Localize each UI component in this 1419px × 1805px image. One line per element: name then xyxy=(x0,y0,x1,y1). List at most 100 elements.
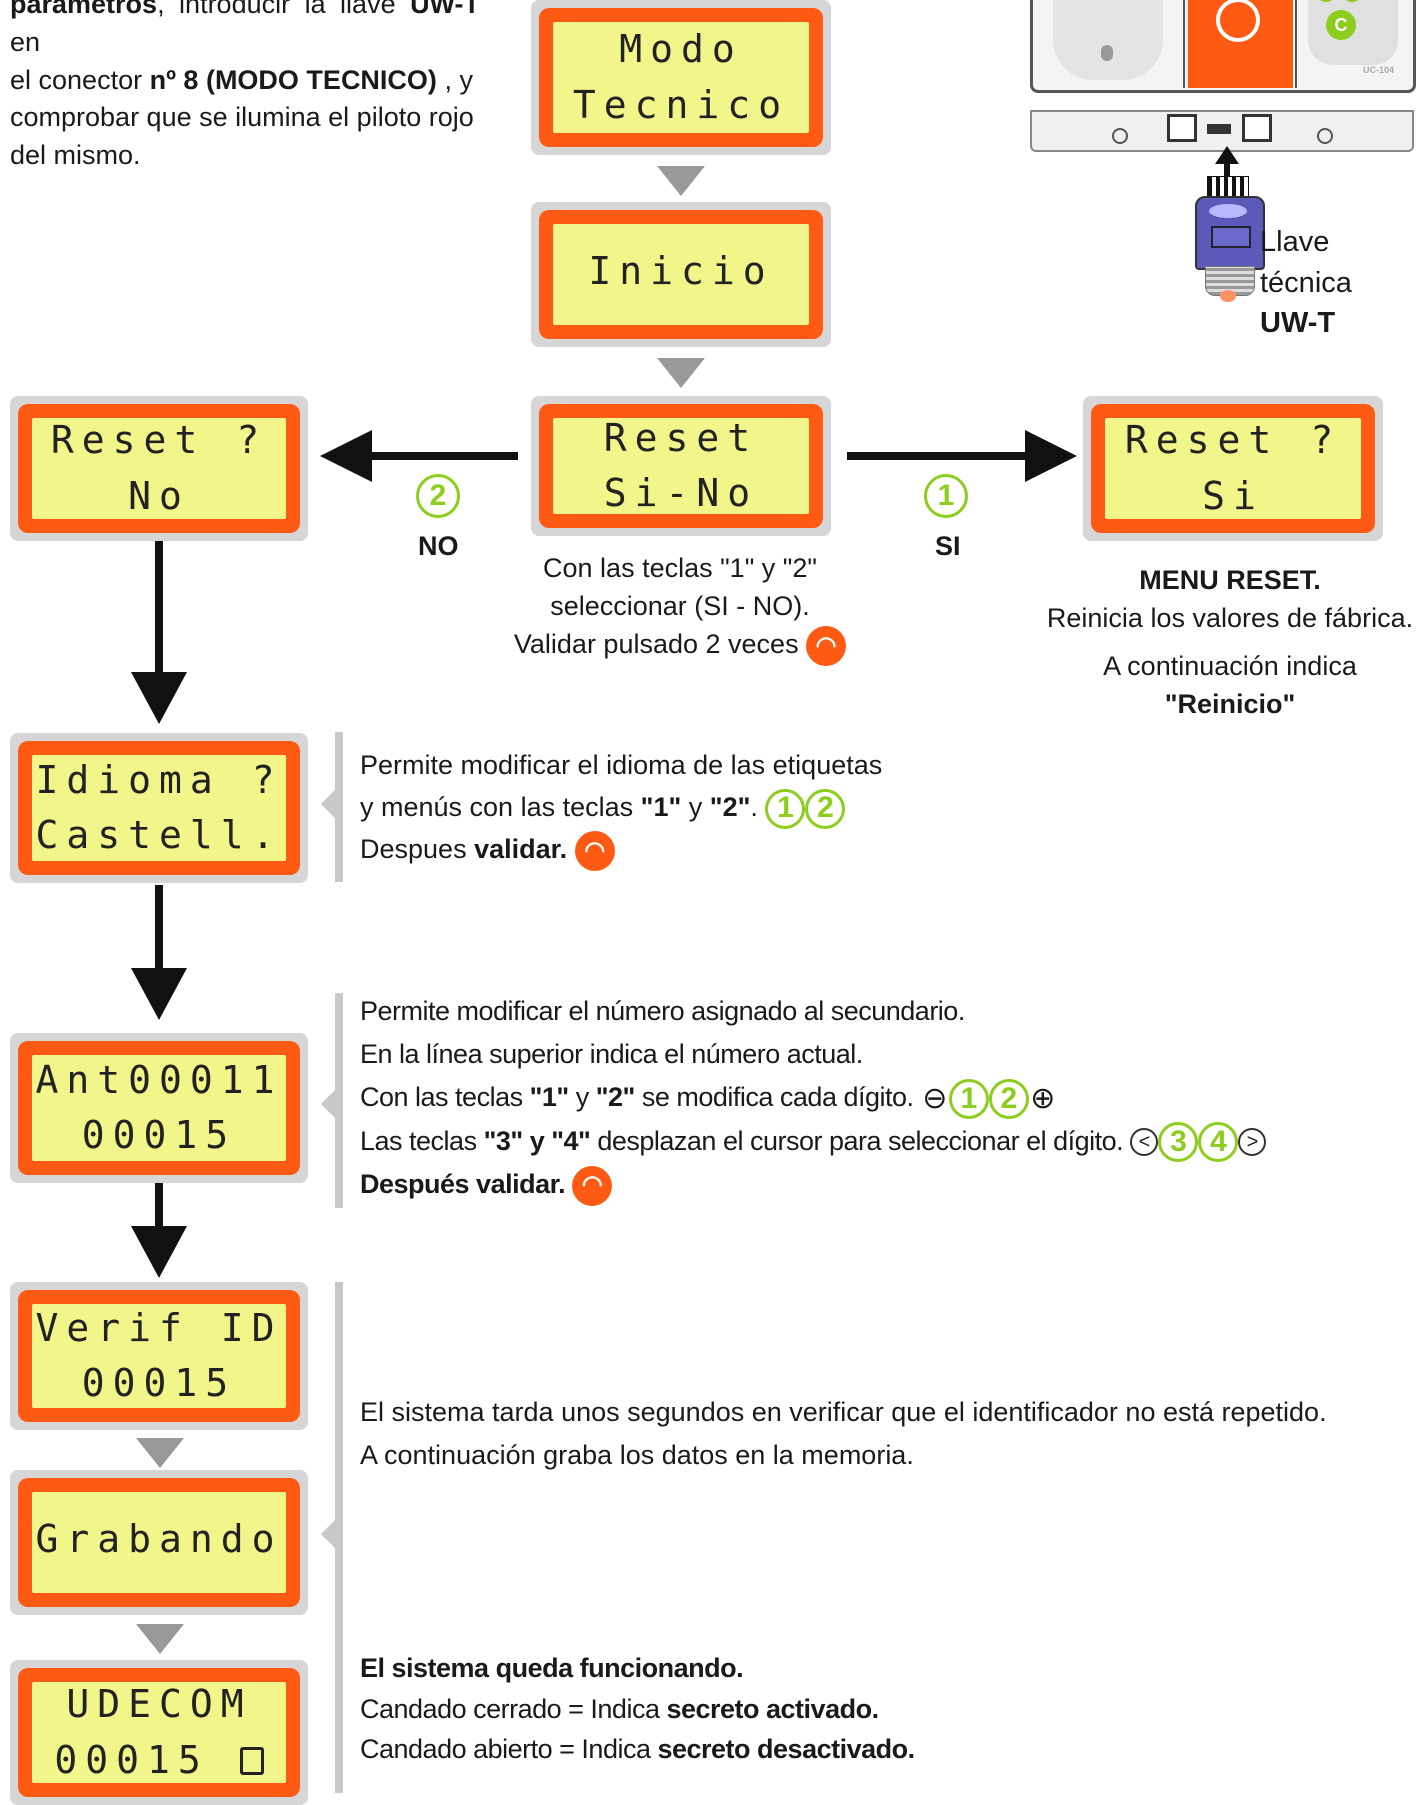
flow-arrow-3 xyxy=(136,1438,184,1468)
reset-next-note: A continuación indica "Reinicio" xyxy=(1103,651,1357,719)
ok-button-icon: ◠ xyxy=(806,625,847,666)
rj-connector-right xyxy=(1242,114,1272,142)
lcd-line-2: 00015 xyxy=(54,1733,264,1788)
lock-icon xyxy=(239,1746,264,1775)
screw-left xyxy=(1112,128,1128,144)
rj-connector-left xyxy=(1167,114,1197,142)
insert-arrow-shaft xyxy=(1224,162,1230,178)
device-base xyxy=(1030,110,1414,152)
center-note: Con las teclas "1" y "2" seleccionar (SI… xyxy=(460,550,900,666)
lcd-line-2: 00015 xyxy=(81,1361,237,1405)
speaker-grille xyxy=(1053,0,1163,80)
bracket-pointer-idioma xyxy=(321,790,335,818)
key-3: 3 xyxy=(1316,0,1336,2)
lcd-line-2: Tecnico xyxy=(572,82,790,127)
lcd-line-1: Modo xyxy=(619,27,743,72)
model-label: UC-104 xyxy=(1363,65,1395,75)
screw-right xyxy=(1317,128,1333,144)
key-3-icon: 3 xyxy=(1158,1122,1199,1163)
lcd-line-1: Reset xyxy=(603,415,759,460)
key-1-icon: 1 xyxy=(948,1079,989,1120)
cursor-left-icon: < xyxy=(1130,1128,1159,1157)
si-label: SI xyxy=(935,531,961,561)
keypad-area: 3 4 C xyxy=(1308,0,1398,65)
lcd-line-2: No xyxy=(128,473,190,518)
flow-arrow-4 xyxy=(136,1624,184,1654)
key-2-icon: 2 xyxy=(805,788,846,829)
key-c: C xyxy=(1326,10,1356,40)
validate-key xyxy=(1188,0,1293,88)
bracket-idioma xyxy=(335,732,343,882)
lcd-ant: Ant00011 00015 xyxy=(10,1033,308,1183)
ant-note: Permite modificar el número asignado al … xyxy=(360,990,1410,1206)
lcd-idioma: Idioma ? Castell. xyxy=(10,733,308,883)
arrow-down-2-shaft xyxy=(155,885,163,980)
bracket-pointer-ant xyxy=(321,1090,335,1118)
lcd-reset-si-no: Reset Si-No xyxy=(531,396,831,536)
minus-icon: ⊖ xyxy=(922,1082,947,1116)
arrow-down-1-shaft xyxy=(155,541,163,676)
device-divider-2 xyxy=(1295,0,1297,88)
plus-icon: ⊕ xyxy=(1030,1082,1055,1116)
lcd-line-1: Verif ID xyxy=(35,1305,283,1350)
flow-arrow-2 xyxy=(657,358,705,388)
lcd-reset-si: Reset ? Si xyxy=(1083,396,1383,541)
lcd-reset-no: Reset ? No xyxy=(10,396,308,541)
lcd-line-2: Castell. xyxy=(35,813,283,857)
lcd-modo-tecnico: Modo Tecnico xyxy=(531,0,831,155)
key-light xyxy=(1209,204,1247,218)
key-4: 4 xyxy=(1342,0,1362,2)
bracket-pointer-final xyxy=(321,1520,335,1548)
bracket-final xyxy=(335,1282,343,1793)
cursor-right-icon: > xyxy=(1238,1128,1267,1157)
device-divider xyxy=(1183,0,1185,88)
lcd-line-2: 00015 xyxy=(81,1113,237,1157)
technical-key-icon xyxy=(1195,196,1265,270)
key-led-glow xyxy=(1220,290,1236,302)
lcd-line-1: Grabando xyxy=(35,1517,283,1561)
arrow-si-shaft xyxy=(847,452,1027,460)
ok-button-icon: ◠ xyxy=(572,1165,613,1206)
insert-arrow xyxy=(1215,146,1239,164)
key-1-badge: 1 xyxy=(924,474,968,518)
flow-arrow-1 xyxy=(657,166,705,196)
verif-note: El sistema tarda unos segundos en verifi… xyxy=(360,1397,1327,1471)
lcd-line-1: Ant00011 xyxy=(35,1057,283,1102)
arrow-si-head xyxy=(1025,430,1077,482)
arrow-down-3-head xyxy=(131,1226,187,1278)
intro-text: parámetros, introducir la llave UW-T en … xyxy=(10,0,480,175)
arrow-down-2-head xyxy=(131,968,187,1020)
lcd-line-2: Si xyxy=(1202,473,1264,518)
lcd-inicio: Inicio xyxy=(531,202,831,347)
lcd-line-1: Reset ? xyxy=(50,418,268,463)
ok-button-icon: ◠ xyxy=(574,830,615,871)
lcd-line-2: Si-No xyxy=(603,471,759,515)
lcd-line-1: Reset ? xyxy=(1124,418,1342,463)
lcd-line-1: Inicio xyxy=(588,249,774,293)
arrow-down-1-head xyxy=(131,672,187,724)
no-label: NO xyxy=(418,531,459,561)
arrow-no-head xyxy=(320,430,372,482)
arrow-down-3-shaft xyxy=(155,1183,163,1238)
key-window xyxy=(1211,226,1251,248)
bracket-ant xyxy=(335,993,343,1208)
lcd-udecom: UDECOM 00015 xyxy=(10,1660,308,1805)
idioma-note: Permite modificar el idioma de las etiqu… xyxy=(360,745,1060,871)
lcd-line-1: Idioma ? xyxy=(35,757,283,802)
key-1-icon: 1 xyxy=(765,788,806,829)
final-note: El sistema queda funcionando. Candado ce… xyxy=(360,1653,915,1764)
reset-menu-note: MENU RESET. Reinicia los valores de fábr… xyxy=(1046,565,1414,633)
key-2-icon: 2 xyxy=(988,1079,1029,1120)
device-panel: 3 4 C UC-104 xyxy=(1030,0,1416,93)
lcd-grabando: Grabando xyxy=(10,1470,308,1615)
key-caption: Llave técnica UW-T xyxy=(1260,226,1352,340)
key-2-badge: 2 xyxy=(416,474,460,518)
arrow-no-shaft xyxy=(370,452,518,460)
intro-bold: parámetros xyxy=(10,0,158,19)
tech-connector xyxy=(1207,124,1231,134)
lcd-verif-id: Verif ID 00015 xyxy=(10,1282,308,1430)
key-4-icon: 4 xyxy=(1198,1122,1239,1163)
lcd-line-1: UDECOM xyxy=(66,1682,252,1727)
mic-dot xyxy=(1101,45,1113,61)
validate-key-icon xyxy=(1216,0,1260,42)
